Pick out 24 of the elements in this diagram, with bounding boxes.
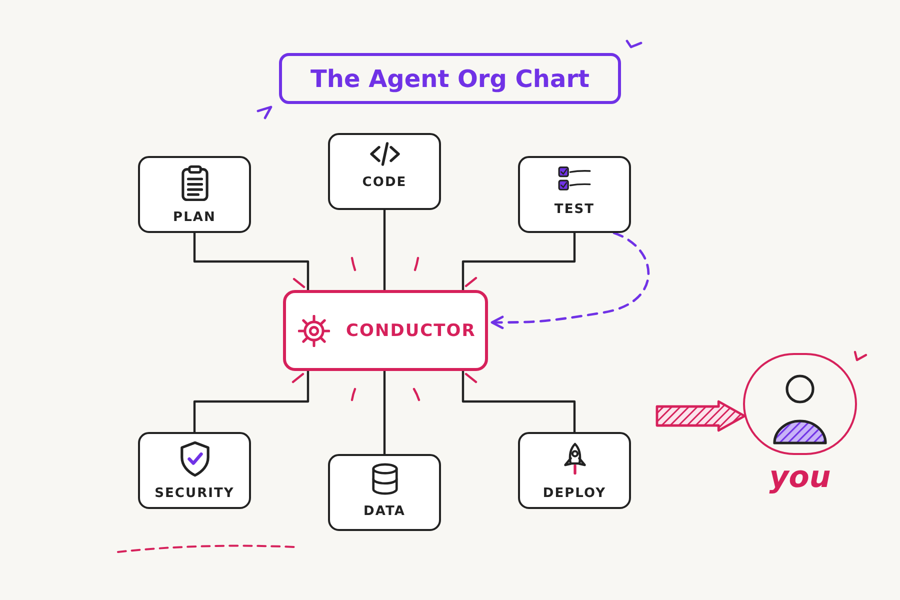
connector-line [193, 232, 310, 292]
node-caption: you [769, 460, 831, 496]
agent-card [328, 133, 441, 210]
node-label: DATA [364, 504, 406, 520]
conductor-card [283, 290, 488, 371]
agent-card [328, 454, 441, 531]
connector-line [383, 370, 386, 456]
agent-card [518, 156, 631, 233]
agent-card [518, 432, 631, 509]
node-label: PLAN [173, 210, 216, 226]
connector-line [193, 370, 310, 434]
agent-card [138, 432, 251, 509]
node-label: SECURITY [154, 486, 234, 502]
connector-line [383, 208, 386, 292]
agent-card [138, 156, 251, 233]
node-label: DEPLOY [542, 486, 606, 502]
block-arrow [656, 400, 746, 432]
dashed-arrow [490, 232, 650, 330]
connector-line [462, 370, 576, 434]
node-label: CODE [362, 175, 407, 191]
node-label: TEST [554, 202, 595, 218]
chart-title: The Agent Org Chart [279, 53, 621, 104]
connector-line [462, 232, 576, 292]
node-label: CONDUCTOR [346, 320, 476, 340]
